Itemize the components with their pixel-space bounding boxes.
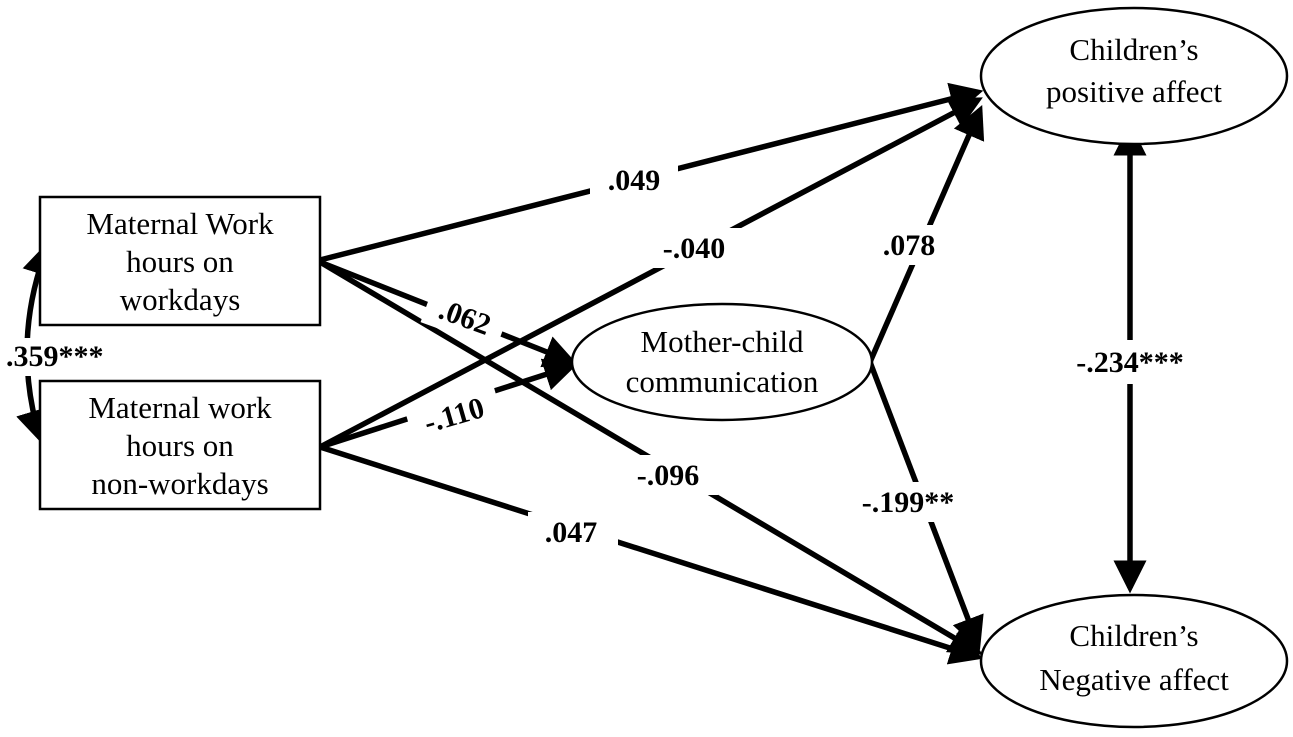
svg-text:Children’s: Children’s	[1069, 32, 1198, 67]
svg-text:hours on: hours on	[126, 244, 234, 279]
svg-text:-.234***: -.234***	[1076, 346, 1184, 379]
label-nonworkdays-positive: -.040	[645, 228, 743, 268]
node-maternal-workdays: Maternal Work hours on workdays	[38, 195, 322, 327]
node-childrens-negative-affect: Children’s Negative affect	[979, 593, 1289, 729]
svg-text:Mother-child: Mother-child	[641, 324, 804, 359]
svg-text:Maternal Work: Maternal Work	[86, 206, 274, 241]
svg-text:.078: .078	[883, 229, 936, 262]
svg-text:.359***: .359***	[6, 340, 104, 373]
label-positive-negative: -.234***	[1063, 340, 1198, 384]
node-maternal-nonworkdays: Maternal work hours on non-workdays	[38, 379, 322, 511]
svg-text:workdays: workdays	[120, 282, 241, 317]
label-workdays-negative: -.096	[618, 455, 718, 495]
node-childrens-positive-affect: Children’s positive affect	[979, 6, 1289, 146]
label-communication-positive: .078	[867, 225, 955, 265]
label-communication-negative: -.199**	[850, 482, 968, 522]
node-mother-child-communication: Mother-child communication	[570, 302, 874, 422]
svg-text:Children’s: Children’s	[1069, 618, 1198, 653]
svg-text:hours on: hours on	[126, 428, 234, 463]
svg-text:-.199**: -.199**	[862, 486, 955, 519]
svg-text:.047: .047	[545, 516, 598, 549]
svg-text:.049: .049	[608, 164, 661, 197]
svg-text:communication: communication	[626, 364, 819, 399]
svg-text:-.110: -.110	[420, 391, 488, 439]
svg-text:positive affect: positive affect	[1046, 74, 1222, 109]
label-workdays-nonworkdays: .359***	[4, 338, 112, 376]
edge-nonworkdays-negative	[319, 444, 984, 665]
label-workdays-positive: .049	[590, 160, 678, 200]
edge-nonworkdays-positive	[318, 97, 983, 450]
svg-text:non-workdays: non-workdays	[91, 466, 268, 501]
svg-text:-.096: -.096	[637, 459, 700, 492]
label-workdays-communication: .062	[420, 284, 510, 350]
svg-text:-.040: -.040	[663, 232, 726, 265]
svg-text:Maternal work: Maternal work	[88, 390, 272, 425]
label-nonworkdays-negative: .047	[528, 512, 618, 552]
svg-text:Negative affect: Negative affect	[1039, 662, 1229, 697]
